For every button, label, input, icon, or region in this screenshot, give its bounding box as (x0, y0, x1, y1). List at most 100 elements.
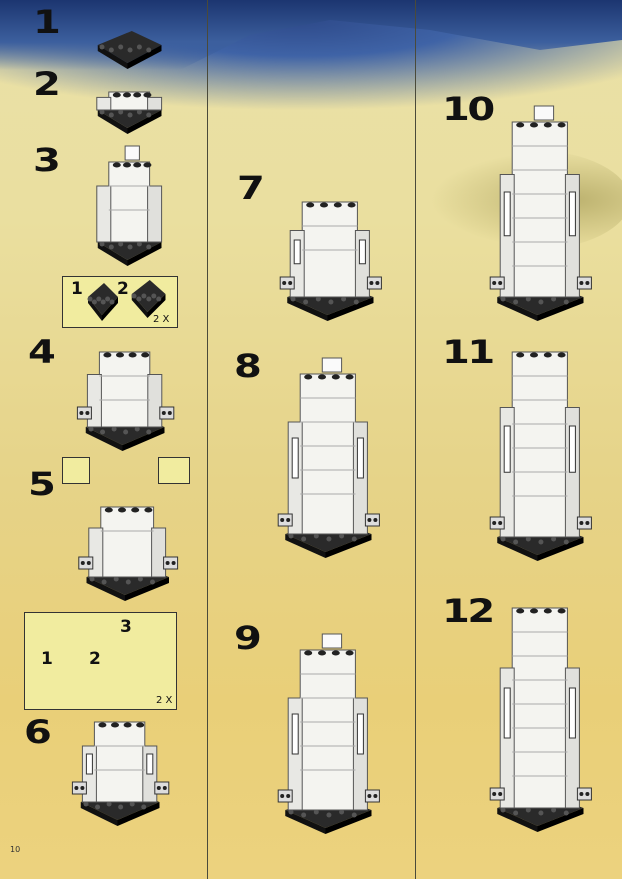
stud (143, 92, 152, 98)
stud (136, 109, 142, 115)
side-wall (96, 185, 112, 243)
base-plate (88, 283, 118, 315)
stud (345, 650, 354, 656)
stud (513, 539, 519, 545)
stud (328, 299, 334, 305)
stud (136, 296, 142, 302)
stud (108, 112, 114, 118)
side-stud-brick (279, 276, 295, 290)
side-stud-brick (76, 406, 92, 420)
stud (100, 299, 106, 305)
side-stud-brick (576, 276, 592, 290)
brick-wall (511, 351, 568, 538)
stud (156, 296, 162, 302)
stud (500, 296, 506, 302)
step-number-9: 9 (234, 619, 262, 657)
step-number-5: 5 (28, 465, 56, 503)
stud (288, 809, 294, 815)
model-step-9 (277, 633, 380, 834)
stud (551, 296, 557, 302)
stud (318, 374, 326, 380)
part-plate-1x2 (87, 283, 118, 321)
brick-wall (299, 373, 356, 535)
tile-piece (321, 357, 343, 373)
stud (563, 539, 569, 545)
part-number: 2 (117, 279, 129, 299)
stud (525, 807, 531, 813)
stud (500, 807, 506, 813)
stud (563, 810, 569, 816)
column-divider (415, 0, 416, 879)
stud (150, 579, 155, 585)
stud (128, 352, 137, 358)
stud (111, 426, 117, 432)
stud (303, 299, 309, 305)
step-number-6: 6 (24, 713, 52, 751)
stud (331, 374, 340, 380)
stud (127, 47, 133, 53)
stud (339, 533, 345, 539)
stud (129, 801, 135, 807)
brick-wall (511, 607, 568, 809)
side-stud-brick (364, 789, 380, 803)
step-number-1: 1 (33, 3, 61, 41)
stud (87, 296, 93, 302)
stud (133, 162, 142, 168)
stud (516, 122, 525, 128)
stud (116, 352, 124, 358)
stud (133, 92, 142, 98)
stud (127, 112, 133, 118)
stud (551, 807, 557, 813)
stud (134, 426, 140, 432)
part-multiplier: 2 X (153, 314, 170, 325)
stud (513, 299, 519, 305)
side-stud-brick (71, 781, 87, 795)
stud (123, 429, 129, 435)
brick-wall (98, 351, 151, 428)
stud (83, 801, 89, 807)
stud (103, 352, 112, 358)
stud (318, 650, 326, 656)
stud (326, 536, 332, 542)
brick-wall (511, 121, 568, 298)
stud (306, 202, 315, 208)
side-stud-brick (163, 556, 179, 570)
stud (141, 293, 147, 299)
stud (353, 299, 359, 305)
stud (118, 804, 124, 810)
stud (125, 579, 131, 585)
stud (144, 507, 153, 513)
stud (136, 44, 142, 50)
stud (101, 579, 107, 585)
base-plate (97, 31, 162, 63)
side-stud-brick (489, 276, 505, 290)
stud (557, 608, 566, 614)
step5-part-callout-left (62, 457, 90, 484)
side-wall (147, 185, 163, 243)
stud (538, 539, 544, 545)
model-step-11 (489, 351, 592, 561)
model-step-1 (97, 31, 162, 69)
part-multiplier: 2 X (156, 695, 173, 706)
stud (108, 47, 114, 53)
stud (99, 109, 105, 115)
part-number: 1 (41, 649, 53, 669)
stud (99, 241, 105, 247)
stud (118, 109, 124, 115)
model-step-8 (277, 357, 380, 558)
step5-part-callout-right (158, 457, 190, 484)
brick-wall (100, 506, 155, 578)
stud (530, 608, 538, 614)
side-stud-brick (277, 789, 293, 803)
stud (538, 810, 544, 816)
stud (88, 426, 94, 432)
stud (146, 296, 152, 302)
stud (351, 812, 357, 818)
stud (563, 299, 569, 305)
brick-wall (108, 161, 151, 243)
step-number-8: 8 (234, 347, 262, 385)
model-step-10 (489, 105, 592, 321)
stud (557, 352, 566, 358)
model-step-6 (71, 721, 170, 826)
brick-wall (299, 649, 356, 811)
